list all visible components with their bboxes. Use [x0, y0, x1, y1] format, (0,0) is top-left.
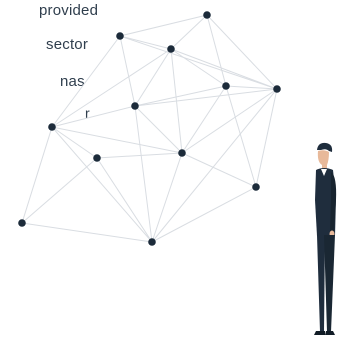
network-edge	[225, 85, 278, 90]
network-node	[131, 102, 139, 110]
network-node	[18, 219, 26, 227]
left-leg-shape	[317, 235, 325, 332]
network-edge	[170, 14, 208, 50]
text-fragments: provided sector nas r	[0, 0, 130, 130]
network-node	[273, 85, 281, 93]
network-edge	[134, 105, 183, 154]
network-edge	[151, 186, 257, 243]
network-edge	[206, 14, 278, 90]
network-edge	[51, 105, 136, 128]
right-shoe-shape	[325, 331, 335, 335]
network-edge	[225, 85, 257, 188]
network-edge	[21, 157, 98, 224]
network-node	[148, 238, 156, 246]
network-node	[167, 45, 175, 53]
network-edge	[119, 35, 278, 90]
network-node	[116, 32, 124, 40]
network-edge	[181, 152, 257, 188]
face-shape	[317, 150, 329, 165]
network-edge	[151, 152, 183, 243]
standing-businessman-icon	[314, 142, 337, 335]
network-edge	[134, 88, 278, 107]
network-edge	[170, 48, 278, 90]
network-edge	[134, 85, 227, 107]
right-leg-shape	[324, 235, 335, 332]
shirt-collar-shape	[321, 169, 327, 176]
network-edge	[255, 88, 278, 188]
arm-shape	[330, 172, 337, 232]
text-line-provided: provided	[39, 2, 99, 19]
network-edge	[119, 14, 208, 37]
network-node	[48, 123, 56, 131]
network-edge	[134, 105, 153, 243]
text-line-sector: sector	[46, 36, 89, 53]
network-edge	[21, 222, 153, 243]
network-edge	[51, 126, 98, 159]
network-edge	[134, 48, 172, 107]
neck-shape	[322, 164, 327, 169]
network-node	[178, 149, 186, 157]
hair-shape	[317, 142, 333, 152]
network-edge	[151, 88, 278, 243]
network-edge	[206, 14, 227, 87]
network-edge	[51, 126, 183, 154]
left-shoe-shape	[314, 331, 325, 335]
network-edge	[181, 88, 278, 154]
network-edge	[51, 35, 121, 128]
network-edge	[181, 85, 227, 154]
network-edge	[96, 157, 153, 243]
text-line-r: r	[85, 105, 90, 121]
network-edge	[51, 48, 172, 128]
network-edge	[119, 35, 136, 107]
network-node	[252, 183, 260, 191]
network-node	[203, 11, 211, 19]
network-edge	[51, 126, 153, 243]
network-node	[222, 82, 230, 90]
network-node	[93, 154, 101, 162]
network-edge	[119, 35, 172, 50]
network-edge	[170, 48, 227, 87]
network-edge	[21, 126, 53, 224]
network-edge	[96, 152, 183, 159]
text-line-nas: nas	[60, 73, 85, 90]
